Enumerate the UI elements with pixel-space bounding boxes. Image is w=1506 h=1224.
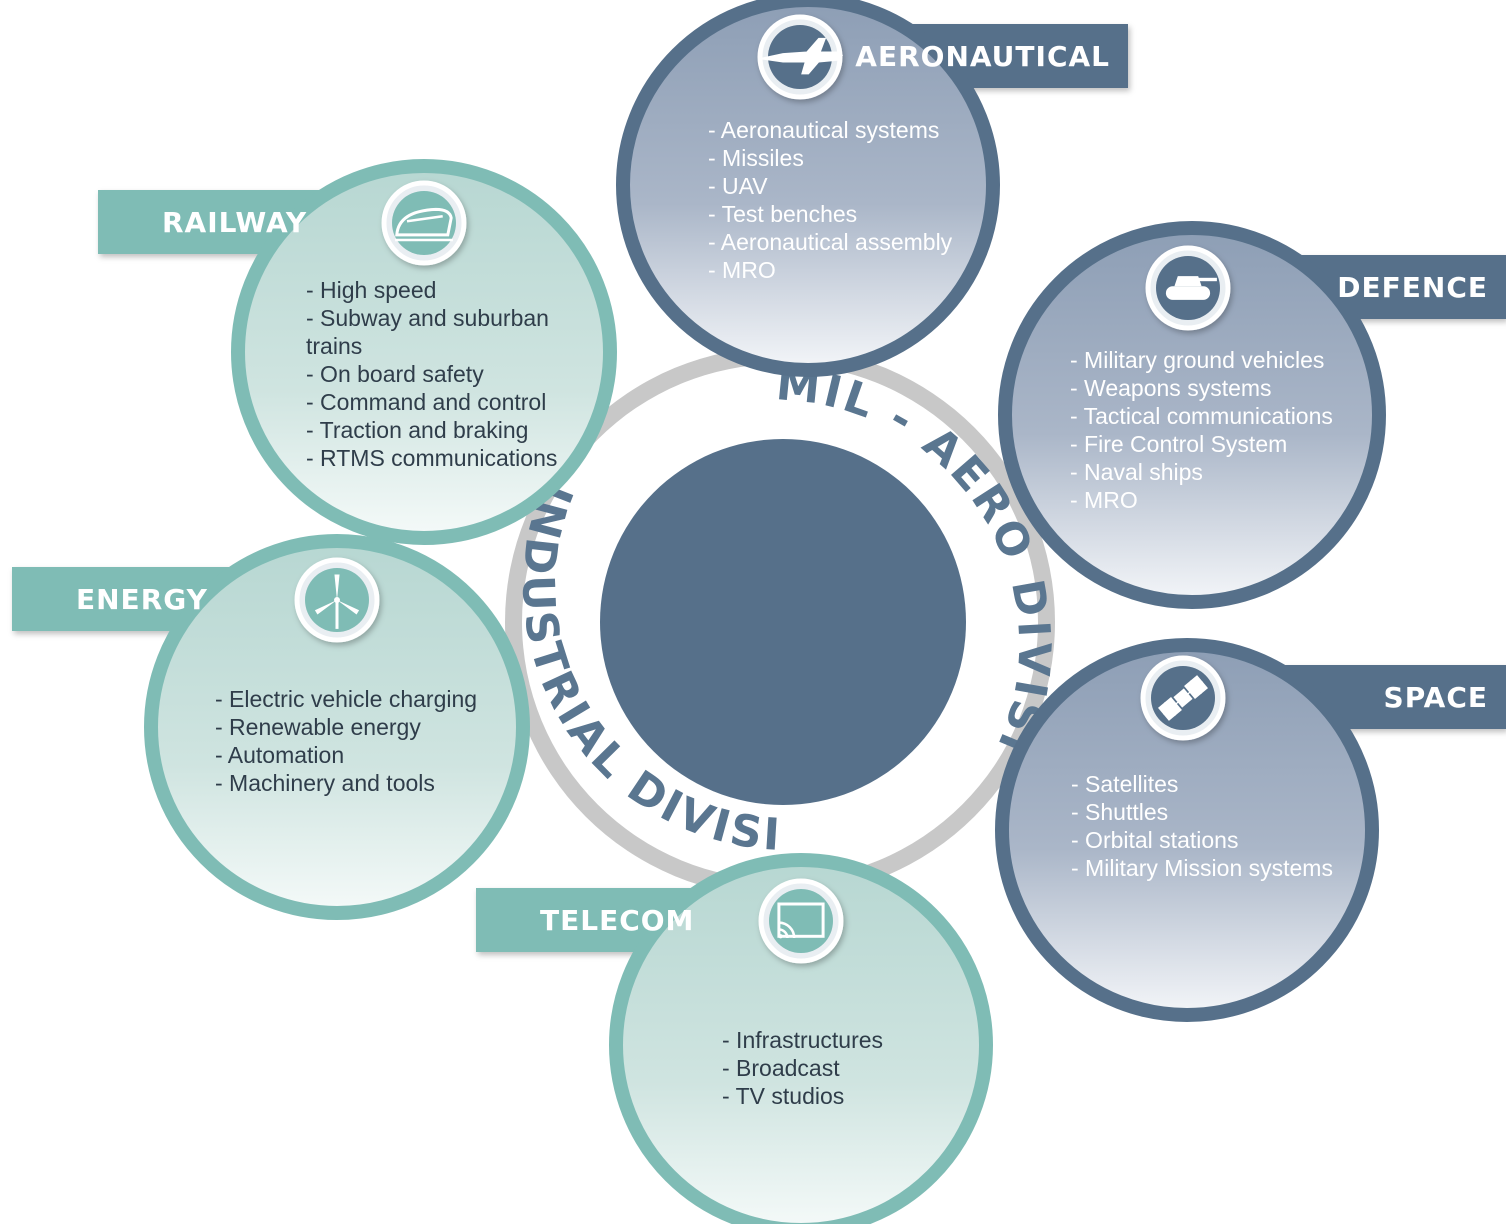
bullet-item: - Subway and suburban <box>306 305 549 331</box>
bullet-item: - MRO <box>708 257 776 283</box>
bullet-item: - Infrastructures <box>722 1027 883 1053</box>
bullet-item: - Aeronautical assembly <box>708 229 953 255</box>
icon-badge-energy <box>294 557 380 643</box>
tank-icon <box>1165 276 1217 300</box>
airplane-icon <box>759 37 844 75</box>
sector-title-aeronautical: AERONAUTICAL <box>855 40 1110 73</box>
sector-telecom: TELECOM - Infrastructures- Broadcast- TV … <box>476 853 993 1224</box>
bullet-list-defence: - Military ground vehicles- Weapons syst… <box>1070 347 1333 513</box>
bullet-item: - Fire Control System <box>1070 431 1287 457</box>
bullet-item: - Broadcast <box>722 1055 840 1081</box>
train-icon <box>395 207 453 242</box>
bullet-list-aeronautical: - Aeronautical systems- Missiles- UAV- T… <box>708 117 953 283</box>
bullet-item: - Test benches <box>708 201 857 227</box>
bullet-item: - Electric vehicle charging <box>215 686 477 712</box>
sector-title-space: SPACE <box>1384 681 1488 714</box>
sector-title-telecom: TELECOM <box>540 904 694 937</box>
bubble-space <box>995 638 1379 1022</box>
bullet-item: - Weapons systems <box>1070 375 1272 401</box>
cast-screen-icon <box>777 902 825 939</box>
sector-title-railway: RAILWAY <box>162 206 307 239</box>
bubble-aeronautical <box>616 0 1000 377</box>
bullet-item: - On board safety <box>306 361 484 387</box>
bubble-railway <box>231 159 617 545</box>
bullet-item: - High speed <box>306 277 436 303</box>
center-disc <box>600 439 966 805</box>
bullet-item: trains <box>306 333 362 359</box>
bullet-item: - Tactical communications <box>1070 403 1333 429</box>
bullet-item: - UAV <box>708 173 768 199</box>
bullet-item: - Military Mission systems <box>1071 855 1333 881</box>
bubble-energy <box>144 534 530 920</box>
bullet-item: - Satellites <box>1071 771 1178 797</box>
bullet-item: - Aeronautical systems <box>708 117 939 143</box>
icon-badge-railway <box>381 180 467 266</box>
bullet-item: - Orbital stations <box>1071 827 1238 853</box>
satellite-icon <box>1158 675 1208 721</box>
sector-defence: DEFENCE - Military ground vehicles- Weapo… <box>998 221 1506 609</box>
sector-railway: RAILWAY - High speed- Subway and suburban… <box>98 159 617 545</box>
bullet-item: - Military ground vehicles <box>1070 347 1324 373</box>
icon-badge-space <box>1140 655 1226 741</box>
bullet-list-telecom: - Infrastructures- Broadcast- TV studios <box>722 1027 883 1109</box>
sector-group: AERONAUTICAL - Aeronautical systems- Miss… <box>12 0 1506 1224</box>
bullet-item: - Missiles <box>708 145 804 171</box>
bullet-item: - MRO <box>1070 487 1138 513</box>
bullet-list-space: - Satellites- Shuttles- Orbital stations… <box>1071 771 1333 881</box>
sector-title-defence: DEFENCE <box>1337 271 1488 304</box>
icon-badge-telecom <box>758 878 844 964</box>
bullet-item: - Traction and braking <box>306 417 528 443</box>
icon-badge-defence <box>1145 245 1231 331</box>
bullet-item: - Naval ships <box>1070 459 1203 485</box>
icon-badge-aeronautical <box>757 14 844 100</box>
sector-aeronautical: AERONAUTICAL - Aeronautical systems- Miss… <box>616 0 1128 377</box>
bullet-item: - Automation <box>215 742 344 768</box>
bubble-telecom <box>609 853 993 1224</box>
wind-turbine-icon <box>314 574 360 629</box>
bullet-item: - Renewable energy <box>215 714 421 740</box>
bullet-item: - Machinery and tools <box>215 770 435 796</box>
sector-space: SPACE - Satellites- Shuttles- Orbital sta… <box>995 638 1506 1022</box>
bullet-item: - TV studios <box>722 1083 844 1109</box>
bubble-defence <box>998 221 1386 609</box>
bullet-list-energy: - Electric vehicle charging- Renewable e… <box>215 686 477 796</box>
bullet-item: - Command and control <box>306 389 546 415</box>
sector-energy: ENERGY - Electric vehicle charging- Renew… <box>12 534 530 920</box>
sector-title-energy: ENERGY <box>76 583 208 616</box>
bullet-item: - Shuttles <box>1071 799 1168 825</box>
bullet-item: - RTMS communications <box>306 445 557 471</box>
